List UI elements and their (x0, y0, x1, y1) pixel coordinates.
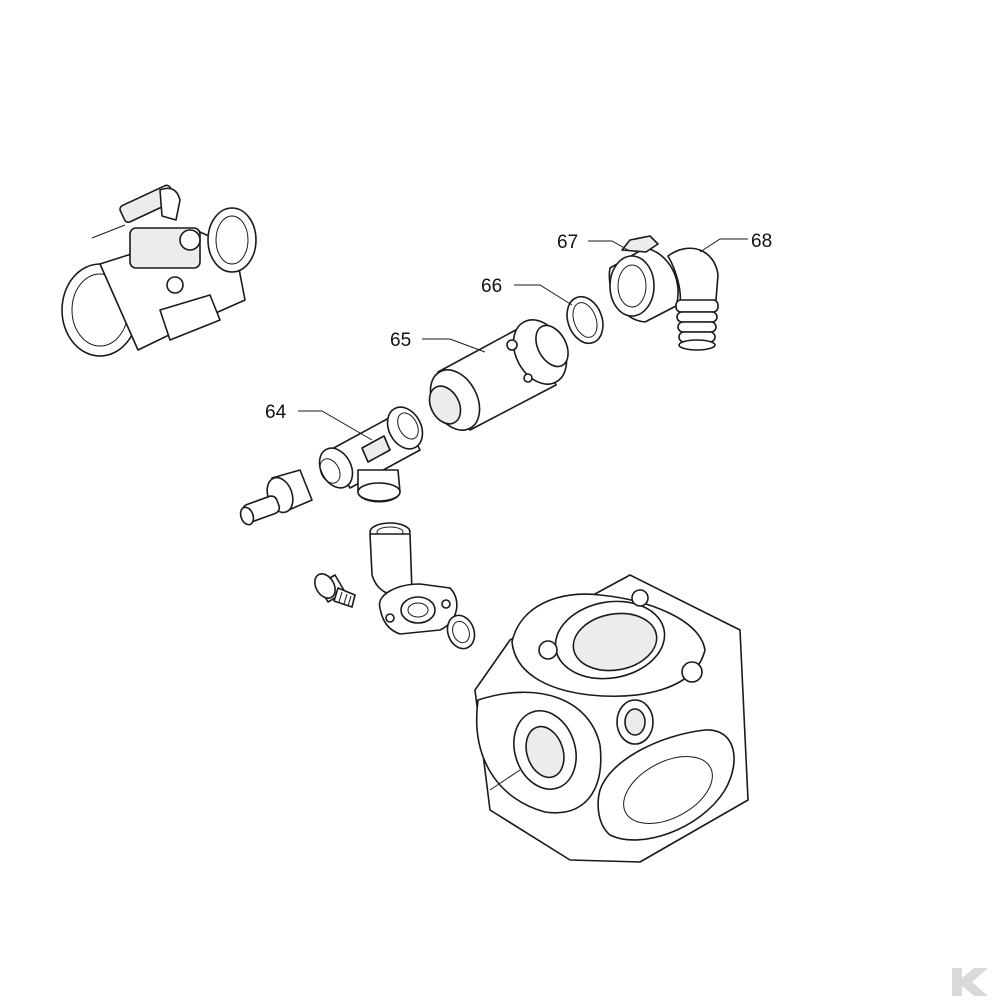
hose-nipple (239, 469, 313, 526)
part-67-union-nut (608, 235, 679, 323)
part-68-elbow-hose-barb (667, 247, 719, 351)
pump-housing (474, 574, 749, 863)
callout-65: 65 (390, 330, 411, 351)
bolt (314, 573, 356, 608)
flanged-elbow-pipe (369, 522, 458, 635)
assembly-thumbnail-icon (61, 184, 257, 357)
part-65-valve-body (428, 319, 569, 431)
flange-o-ring (446, 614, 476, 650)
part-64-tee-fitting (318, 406, 424, 503)
callout-68: 68 (751, 231, 772, 252)
callout-66: 66 (481, 276, 502, 297)
k-logo-icon (952, 968, 988, 996)
leader-lines (298, 238, 748, 441)
callout-64: 64 (265, 402, 287, 423)
callout-67: 67 (557, 232, 578, 253)
part-66-o-ring (566, 295, 604, 345)
